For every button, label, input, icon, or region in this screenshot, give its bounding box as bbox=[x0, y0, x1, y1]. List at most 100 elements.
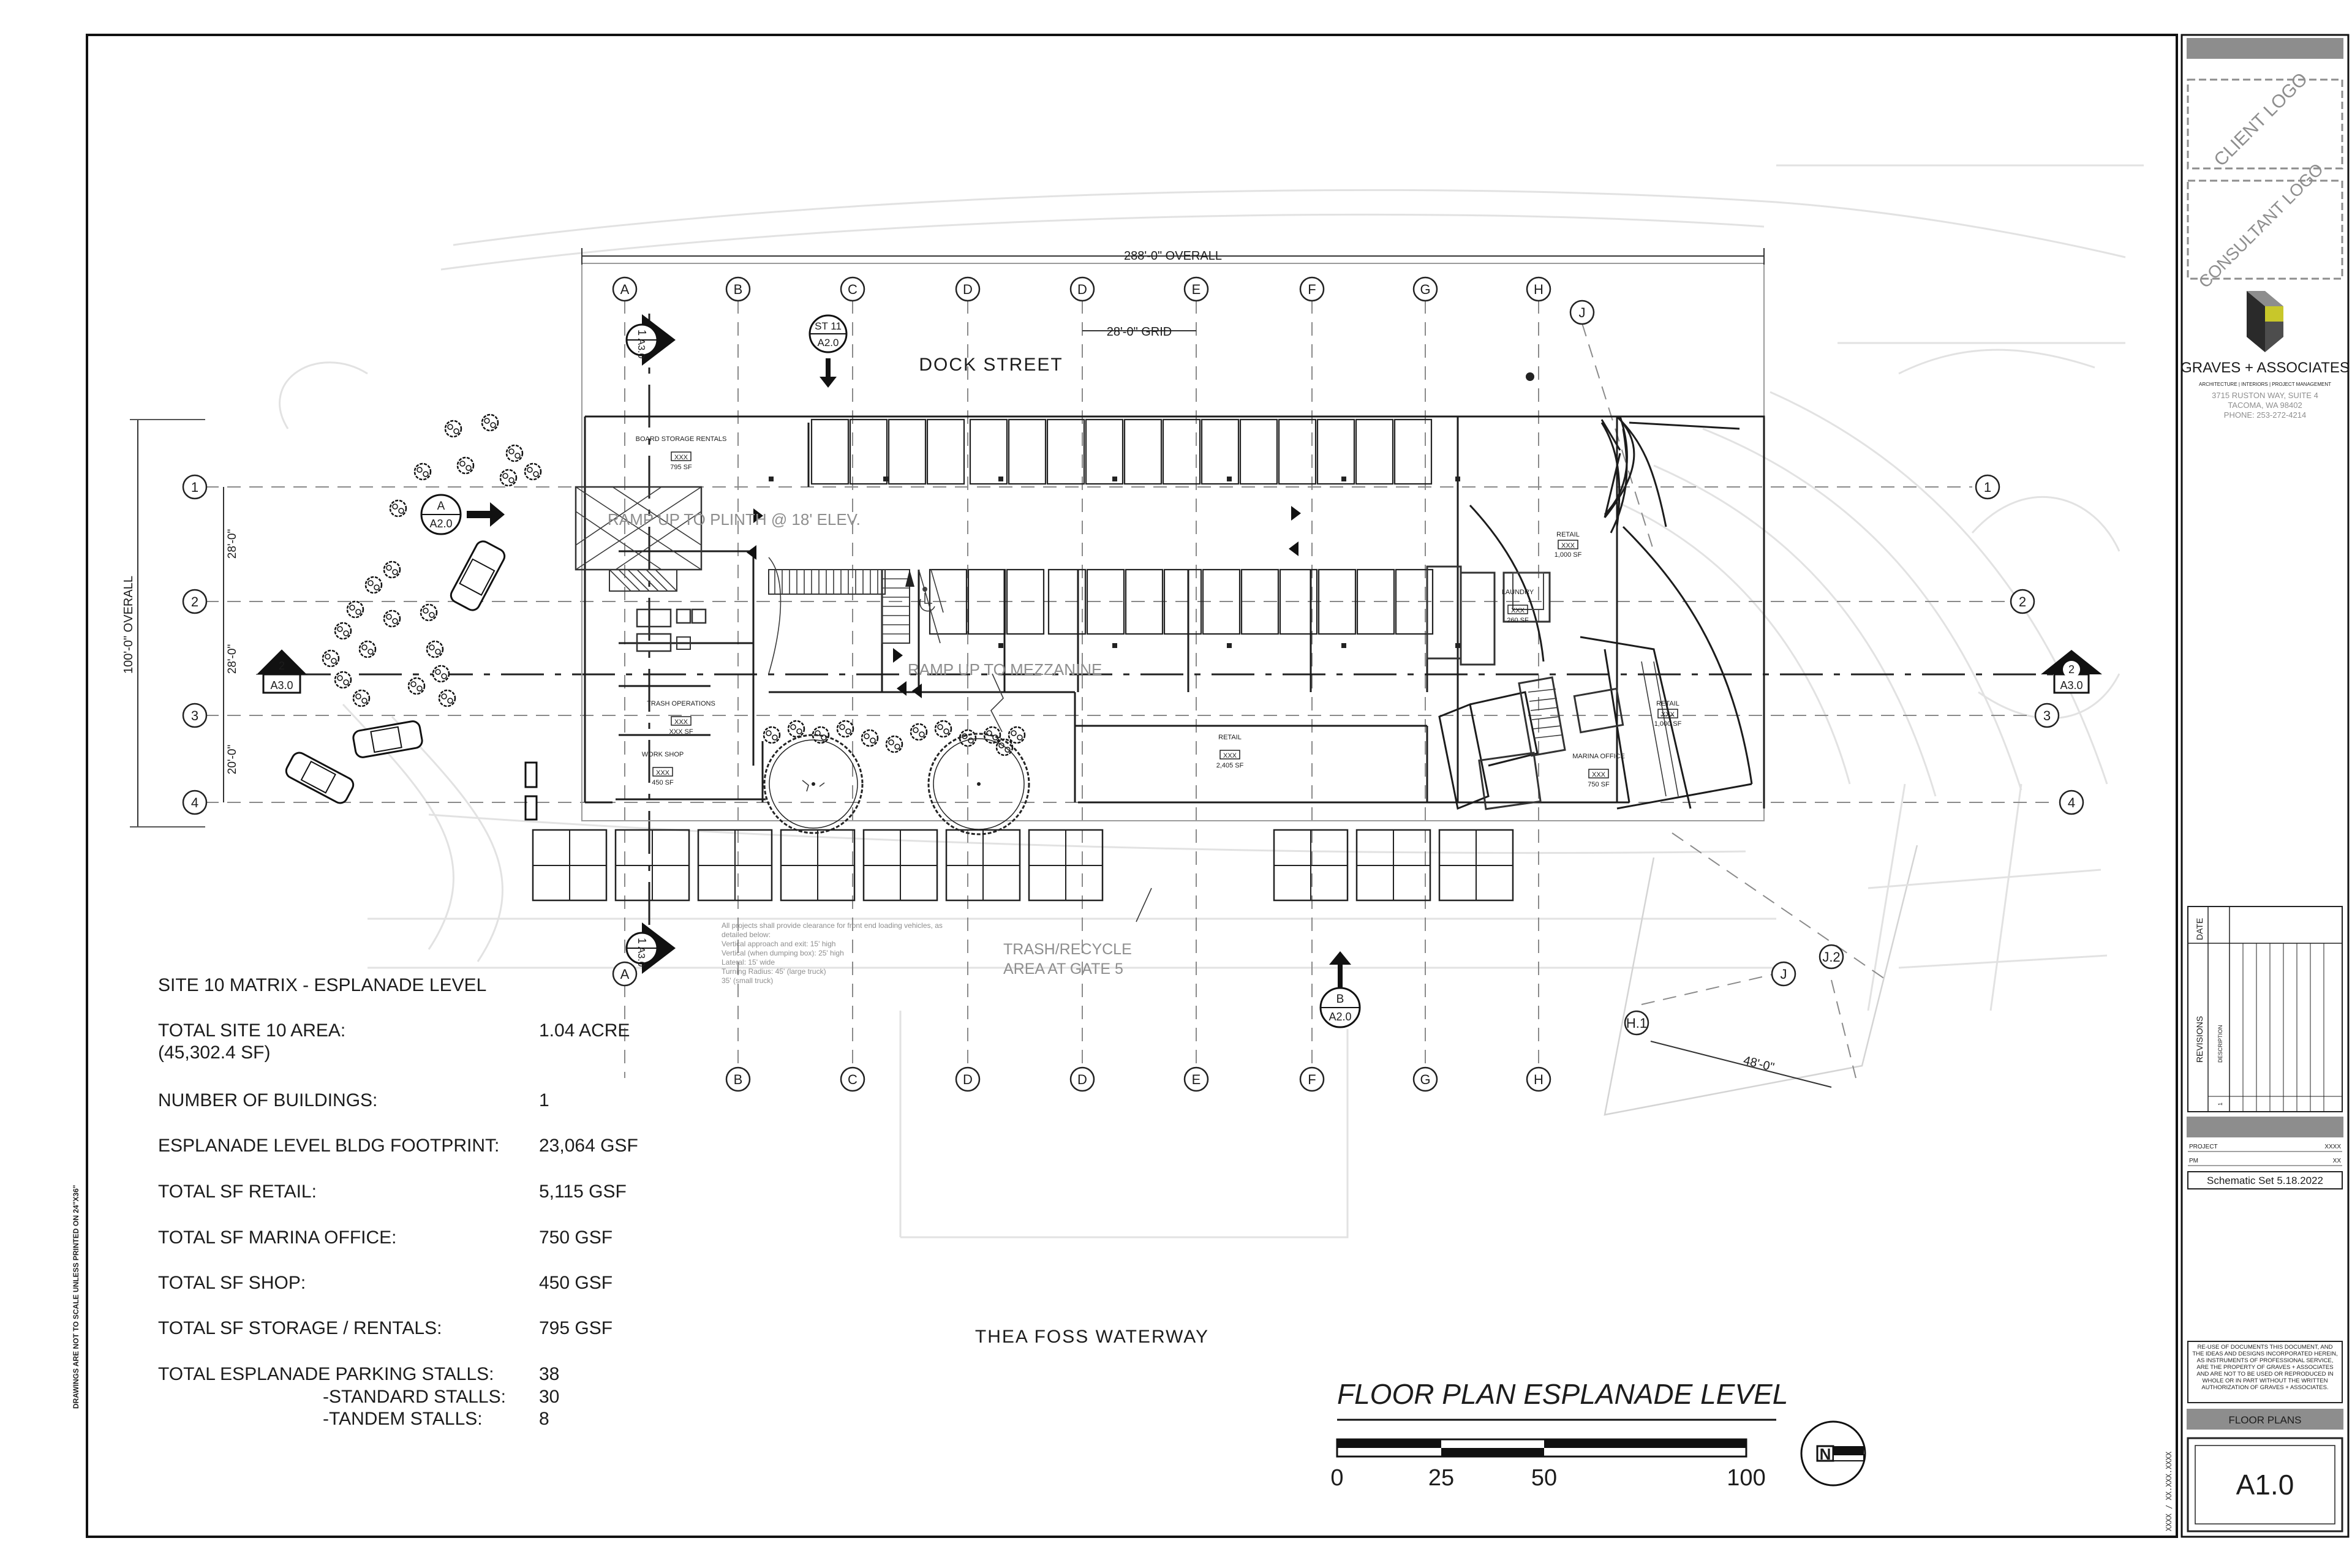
parking-stall bbox=[1125, 568, 1164, 635]
exterior-stall-pair bbox=[697, 829, 773, 902]
room-trash-ops: TRASH OPERATIONS XXX XXX SF bbox=[647, 700, 715, 736]
grid-bubble-left: 4 bbox=[182, 790, 208, 815]
shrub bbox=[505, 444, 524, 462]
grid-bubble-label: 4 bbox=[191, 795, 198, 810]
description-label: DESCRIPTION bbox=[2217, 1025, 2223, 1063]
grid-bubble-j: J bbox=[1569, 300, 1595, 325]
client-logo-box bbox=[2187, 78, 2343, 170]
drawing-title: FLOOR PLAN ESPLANADE LEVEL bbox=[1337, 1378, 1788, 1410]
parking-stall bbox=[888, 418, 927, 485]
grid-bubble-label: C bbox=[848, 1072, 858, 1087]
elevation-tag-letter: A bbox=[437, 500, 445, 513]
matrix-value: 450 GSF bbox=[539, 1273, 612, 1293]
exterior-stall-pair bbox=[1355, 829, 1431, 902]
parking-stall bbox=[849, 418, 888, 485]
parking-stall bbox=[1163, 568, 1202, 635]
exterior-stall-pair bbox=[1273, 829, 1349, 902]
grid-bubble-label: 1 bbox=[191, 480, 198, 495]
matrix-label: NUMBER OF BUILDINGS: bbox=[158, 1090, 377, 1110]
revisions-table: REVISIONS DESCRIPTION DATE 1 bbox=[2187, 906, 2343, 1112]
pm-value: XX bbox=[2333, 1158, 2342, 1164]
grid-bubble-top: G bbox=[1412, 276, 1438, 302]
section-tag-2-right: 2 A3.0 bbox=[2041, 650, 2102, 694]
ramp-plinth-label: RAMP UP TO PLINTH @ 18' ELEV. bbox=[608, 510, 861, 529]
grid-bubble-top: A bbox=[612, 276, 638, 302]
revisions-label: REVISIONS bbox=[2195, 1016, 2204, 1063]
interior-walls bbox=[619, 423, 1428, 766]
matrix-label: TOTAL SF SHOP: bbox=[158, 1273, 306, 1293]
matrix-value: 8 bbox=[539, 1409, 549, 1429]
grid-bubble-top: B bbox=[725, 276, 751, 302]
grid-bubble-label: E bbox=[1192, 282, 1201, 297]
trash-area-line2: AREA AT GATE 5 bbox=[1003, 960, 1123, 978]
reuse-notice: RE-USE OF DOCUMENTS THIS DOCUMENT, AND T… bbox=[2187, 1341, 2343, 1403]
matrix-value: 1.04 ACRE bbox=[539, 1020, 630, 1041]
project-label: PROJECT bbox=[2189, 1144, 2218, 1150]
grid-bubble-label: F bbox=[1308, 282, 1316, 297]
shrub bbox=[438, 689, 456, 707]
matrix-label: ESPLANADE LEVEL BLDG FOOTPRINT: bbox=[158, 1136, 499, 1156]
grid-spacing-dim: 28'-0" GRID bbox=[1107, 325, 1172, 339]
parking-stall bbox=[1202, 568, 1241, 635]
clearance-note-5: Lateral: 15' wide bbox=[722, 958, 775, 967]
shrub bbox=[861, 729, 879, 747]
room-laundry: LAUNDRY XXX 260 SF bbox=[1502, 589, 1534, 624]
matrix-row: -STANDARD STALLS: 30 bbox=[323, 1387, 559, 1407]
parking-stall bbox=[1317, 568, 1357, 635]
project-info: PROJECT XXXX PM XX bbox=[2188, 1144, 2342, 1166]
firm-address-2: TACOMA, WA 98402 bbox=[2228, 401, 2302, 410]
north-label: N bbox=[1820, 1445, 1831, 1463]
section-tag-1-a30-bottom: 1 A3.0 bbox=[625, 922, 676, 974]
grid-bubble-top: C bbox=[840, 276, 865, 302]
grid-bubble-label: D bbox=[963, 282, 973, 297]
grid-bubble-label: D bbox=[1077, 1072, 1087, 1087]
grid-bubble-label: F bbox=[1308, 1072, 1316, 1087]
shrub bbox=[413, 462, 432, 481]
section-tag-2-left: 2 A3.0 bbox=[256, 649, 307, 694]
grid-bubble-label: 1 bbox=[1984, 480, 1991, 495]
core-rooms bbox=[1426, 565, 1624, 810]
section-tag-sheet: A3.0 bbox=[270, 679, 293, 692]
firm-tagline: ARCHITECTURE | INTERIORS | PROJECT MANAG… bbox=[2199, 382, 2331, 387]
room-marina-office: MARINA OFFICE XXX 750 SF bbox=[1572, 753, 1625, 788]
matrix-title: SITE 10 MATRIX - ESPLANADE LEVEL bbox=[158, 975, 486, 995]
shrub bbox=[959, 729, 977, 747]
grid-bubble-label: E bbox=[1192, 1072, 1201, 1087]
grid-bubble-label: J bbox=[1579, 305, 1586, 320]
grid-bubble-label: 2 bbox=[191, 594, 198, 609]
grid-bubble-label: H bbox=[1534, 282, 1544, 297]
grid-bubble-label: B bbox=[734, 282, 743, 297]
scale-tick-100: 100 bbox=[1727, 1465, 1765, 1491]
matrix-row: TOTAL SITE 10 AREA: 1.04 ACRE (45,302.4 … bbox=[158, 1020, 630, 1063]
room-name: LAUNDRY bbox=[1502, 589, 1534, 596]
clearance-note-6: Turning Radius: 45' (large truck) bbox=[722, 967, 826, 976]
exterior-parking-row bbox=[532, 829, 1514, 902]
shrub bbox=[432, 665, 450, 683]
matrix-label: TOTAL SF STORAGE / RENTALS: bbox=[158, 1318, 442, 1338]
matrix-label: -TANDEM STALLS: bbox=[323, 1409, 483, 1429]
room-area: 1,000 SF bbox=[1654, 720, 1682, 728]
firm-phone: PHONE: 253-272-4214 bbox=[2224, 410, 2306, 420]
grid-bubble-label: H.1 bbox=[1626, 1016, 1647, 1031]
shrub bbox=[420, 603, 438, 622]
vehicles bbox=[285, 540, 538, 821]
room-name: MARINA OFFICE bbox=[1572, 753, 1625, 760]
consultant-logo-box bbox=[2187, 179, 2343, 280]
shrub bbox=[334, 622, 352, 640]
grid-bubble-label: A bbox=[620, 967, 630, 982]
date-label: DATE bbox=[2195, 918, 2204, 940]
parking-stall bbox=[969, 418, 1008, 485]
grid-bubble-bottom: D bbox=[1069, 1066, 1095, 1092]
grid-bubble-left: 2 bbox=[182, 589, 208, 614]
section-tag-sheet: A3.0 bbox=[636, 339, 646, 359]
site-context-ghost bbox=[279, 164, 2144, 1238]
shrub bbox=[364, 576, 383, 594]
grid-bubble-label: H bbox=[1534, 1072, 1544, 1087]
grid-bubble-label: 2 bbox=[2019, 594, 2026, 609]
room-area: 450 SF bbox=[652, 779, 674, 786]
stair-treads bbox=[768, 569, 910, 644]
revision-number: 1 bbox=[2217, 1102, 2223, 1106]
shrub bbox=[499, 469, 518, 487]
parking-stall bbox=[1086, 568, 1125, 635]
